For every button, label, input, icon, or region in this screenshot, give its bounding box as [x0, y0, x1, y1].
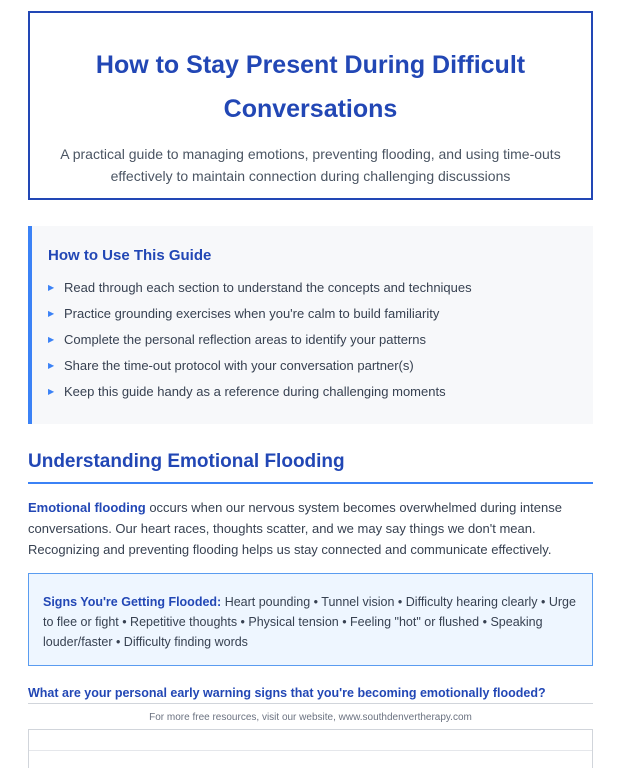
page-subtitle: A practical guide to managing emotions, … — [60, 146, 561, 184]
list-item: ▶Share the time-out protocol with your c… — [48, 358, 414, 373]
divider — [28, 703, 593, 704]
triangle-bullet-icon: ▶ — [48, 309, 55, 318]
list-item: ▶Keep this guide handy as a reference du… — [48, 384, 446, 399]
list-item: ▶Read through each section to understand… — [48, 280, 472, 295]
writing-line — [29, 750, 592, 751]
reflection-question: What are your personal early warning sig… — [28, 686, 546, 700]
signs-text: Heart pounding • Tunnel vision • Difficu… — [43, 595, 576, 649]
footer-note: For more free resources, visit our websi… — [149, 712, 472, 723]
flooding-term: Emotional flooding — [28, 500, 146, 515]
how-to-use-guide-panel: How to Use This Guide ▶Read through each… — [28, 226, 593, 424]
flooding-intro: Emotional flooding occurs when our nervo… — [28, 497, 588, 560]
section-title-flooding: Understanding Emotional Flooding — [28, 446, 593, 484]
triangle-bullet-icon: ▶ — [48, 283, 55, 292]
guide-title: How to Use This Guide — [48, 247, 212, 264]
list-item: ▶Complete the personal reflection areas … — [48, 332, 427, 347]
signs-label: Signs You're Getting Flooded: — [43, 595, 222, 609]
triangle-bullet-icon: ▶ — [48, 361, 55, 370]
flooding-signs-callout: Signs You're Getting Flooded: Heart poun… — [28, 573, 593, 666]
list-item: ▶Practice grounding exercises when you'r… — [48, 306, 440, 321]
guide-list: ▶Read through each section to understand… — [48, 275, 577, 405]
triangle-bullet-icon: ▶ — [48, 387, 55, 396]
flooding-intro-text: occurs when our nervous system becomes o… — [28, 500, 562, 557]
page-title: How to Stay Present During Difficult Con… — [95, 51, 526, 123]
header-card: How to Stay Present During Difficult Con… — [28, 11, 593, 200]
reflection-response-area[interactable] — [28, 729, 593, 768]
triangle-bullet-icon: ▶ — [48, 335, 55, 344]
